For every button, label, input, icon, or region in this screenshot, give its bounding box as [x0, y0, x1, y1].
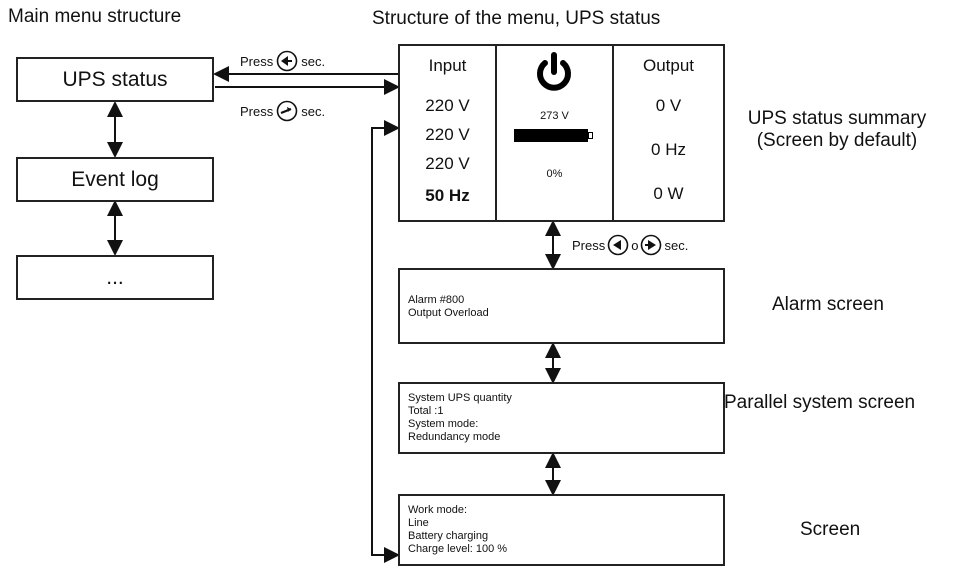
input-frequency: 50 Hz [400, 186, 495, 206]
screen-line: Work mode: [408, 504, 468, 516]
input-value: 220 V [425, 125, 470, 144]
output-value: 0 W [653, 184, 684, 203]
screen-line: Output Overload [408, 307, 489, 319]
right-button-icon [641, 234, 662, 256]
screen-label: Screen [800, 519, 861, 540]
press-word: Press [240, 103, 274, 119]
battery-terminal-icon [588, 132, 593, 139]
parallel-screen-label: Parallel system screen [724, 392, 916, 413]
press-word: Press [240, 53, 274, 69]
left-button-icon [607, 234, 629, 256]
status-structure-title: Structure of the menu, UPS status [372, 8, 661, 29]
screen-line: Charge level: 100 % [408, 543, 508, 555]
press-joiner: o [631, 237, 639, 253]
press-suffix: sec. [664, 237, 689, 253]
summary-label-line2: (Screen by default) [756, 130, 918, 151]
center-voltage: 273 V [540, 110, 569, 122]
press-suffix: sec. [301, 53, 326, 69]
press-word: Press [572, 237, 606, 253]
work-screen-text: Work mode: Line Battery charging Charge … [408, 504, 507, 556]
menu-item-event-log[interactable]: Event log [16, 157, 214, 202]
alarm-screen-text: Alarm #800 Output Overload [408, 294, 489, 320]
input-value: 220 V [425, 96, 470, 115]
screen-line: Battery charging [408, 530, 489, 542]
press-nav-hint: Press o sec. [572, 234, 688, 256]
screen-line: Line [408, 517, 429, 529]
work-mode-screen: Work mode: Line Battery charging Charge … [398, 494, 725, 566]
summary-label-line1: UPS status summary [747, 108, 927, 129]
screen-line: Redundancy mode [408, 431, 501, 443]
press-suffix: sec. [301, 103, 326, 119]
main-menu-title: Main menu structure [8, 6, 182, 27]
center-percent: 0% [546, 168, 563, 180]
press-enter-hint: Press sec. [240, 100, 325, 122]
parallel-screen-text: System UPS quantity Total :1 System mode… [408, 392, 512, 444]
input-label: Input [428, 56, 467, 75]
screen-line: System mode: [408, 418, 479, 430]
alarm-screen-label: Alarm screen [772, 294, 884, 315]
alarm-screen: Alarm #800 Output Overload [398, 268, 725, 344]
press-back-hint: Press sec. [240, 50, 325, 72]
screen-line: Alarm #800 [408, 294, 465, 306]
panel-divider-right [612, 46, 614, 220]
loop-line [371, 127, 398, 556]
input-frequency-value: 50 Hz [425, 186, 470, 205]
screen-line: Total :1 [408, 405, 444, 417]
panel-divider-left [495, 46, 497, 220]
ups-status-panel: Input 220 V 220 V 220 V 50 Hz 273 V 0% O… [398, 44, 725, 222]
back-button-icon [276, 50, 298, 72]
output-label: Output [642, 56, 695, 75]
power-icon [537, 52, 571, 91]
output-value: 0 V [655, 96, 682, 115]
parallel-system-screen: System UPS quantity Total :1 System mode… [398, 382, 725, 454]
summary-label: UPS status summary (Screen by default) [732, 108, 942, 152]
input-value: 220 V [425, 154, 470, 173]
battery-icon [514, 129, 588, 142]
menu-item-ups-status[interactable]: UPS status [16, 57, 214, 102]
screen-line: System UPS quantity [408, 392, 512, 404]
enter-button-icon [276, 100, 298, 122]
menu-item-more[interactable]: ... [16, 255, 214, 300]
output-value: 0 Hz [651, 140, 686, 159]
